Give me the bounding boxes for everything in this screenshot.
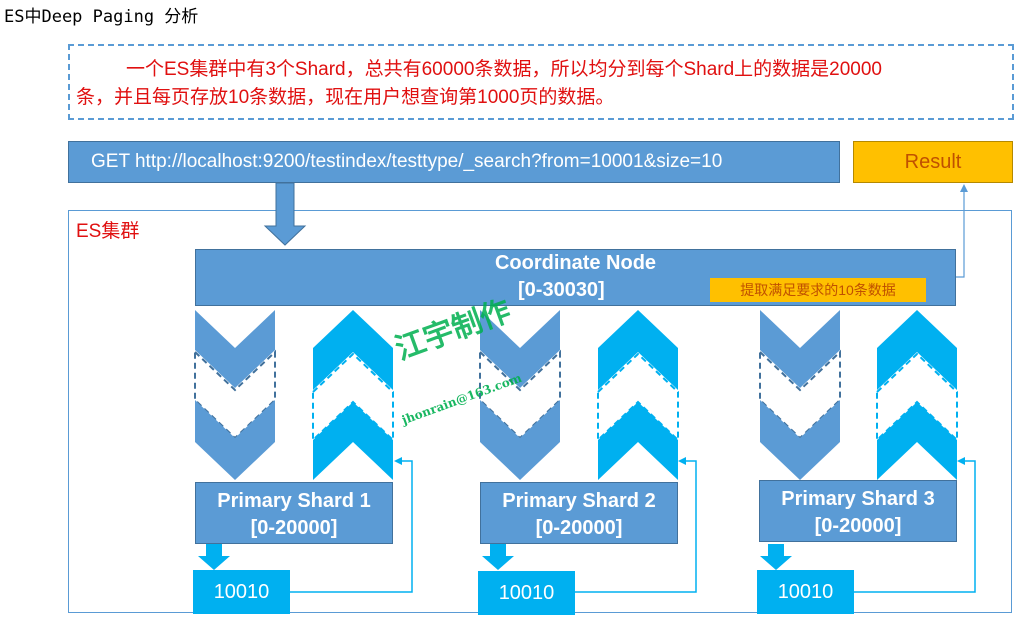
shard-title: Primary Shard 3 <box>781 488 935 510</box>
problem-note-line-1: 一个ES集群中有3个Shard，总共有60000条数据，所以均分到每个Shard… <box>126 59 882 80</box>
shard1-down-chevron-dashed <box>194 349 276 440</box>
shard-2-result-count: 10010 <box>478 571 575 615</box>
shard-3-result-count: 10010 <box>757 570 854 614</box>
page-title: ES中Deep Paging 分析 <box>4 7 199 27</box>
shard-range: [0-20000] <box>535 517 623 539</box>
result-box: Result <box>853 141 1013 183</box>
shard1-up-chevron-dashed <box>312 352 394 443</box>
shard1-count-arrow <box>198 544 230 570</box>
shard2-down-chevron-dashed <box>479 349 561 440</box>
coordinate-node-range: [0-30030] <box>518 279 605 301</box>
shard-1-result-count: 10010 <box>193 570 290 614</box>
problem-note-line-2: 条，并且每页存放10条数据，现在用户想查询第1000页的数据。 <box>76 87 615 108</box>
shard3-return-head <box>957 457 965 465</box>
shard3-down-chevron-dashed <box>759 349 841 440</box>
shard-title: Primary Shard 2 <box>502 490 656 512</box>
shard1-up-chevron-bottom <box>313 402 393 480</box>
shard2-return-head <box>678 457 686 465</box>
coordinate-node-title: Coordinate Node <box>494 252 657 274</box>
shard2-up-chevron-dashed <box>597 352 679 443</box>
shard-range: [0-20000] <box>250 517 338 539</box>
shard1-down-chevron-top <box>195 310 275 388</box>
shard1-down-chevron-bottom <box>195 400 275 480</box>
shard3-down-chevron-bottom <box>760 400 840 480</box>
es-cluster-label: ES集群 <box>76 221 140 242</box>
shard1-return-head <box>394 457 402 465</box>
shard2-up-chevron-top <box>598 310 678 390</box>
shard3-down-chevron-top <box>760 310 840 388</box>
shard2-down-chevron-top <box>480 310 560 388</box>
result-arrow-head <box>960 184 968 192</box>
shard2-count-arrow <box>482 544 514 570</box>
extract-top10-label: 提取满足要求的10条数据 <box>710 278 926 302</box>
shard-title: Primary Shard 1 <box>217 490 371 512</box>
shard3-up-chevron-top <box>877 310 957 390</box>
shard2-down-chevron-bottom <box>480 400 560 480</box>
problem-note-box: 一个ES集群中有3个Shard，总共有60000条数据，所以均分到每个Shard… <box>68 44 1014 120</box>
primary-shard-2: Primary Shard 2 [0-20000] <box>480 482 678 544</box>
shard2-up-chevron-bottom <box>598 402 678 480</box>
shard3-count-arrow <box>760 544 792 570</box>
shard-range: [0-20000] <box>814 515 902 537</box>
result-return-line <box>956 190 965 278</box>
shard1-up-chevron-top <box>313 310 393 390</box>
shard3-up-chevron-bottom <box>877 402 957 480</box>
shard3-return-line <box>854 460 976 593</box>
search-request-bar: GET http://localhost:9200/testindex/test… <box>68 141 840 183</box>
shard2-return-line <box>575 460 697 593</box>
request-down-arrow <box>263 182 307 246</box>
primary-shard-1: Primary Shard 1 [0-20000] <box>195 482 393 544</box>
primary-shard-3: Primary Shard 3 [0-20000] <box>759 480 957 542</box>
shard3-up-chevron-dashed <box>876 352 958 443</box>
shard1-return-line <box>290 460 413 593</box>
